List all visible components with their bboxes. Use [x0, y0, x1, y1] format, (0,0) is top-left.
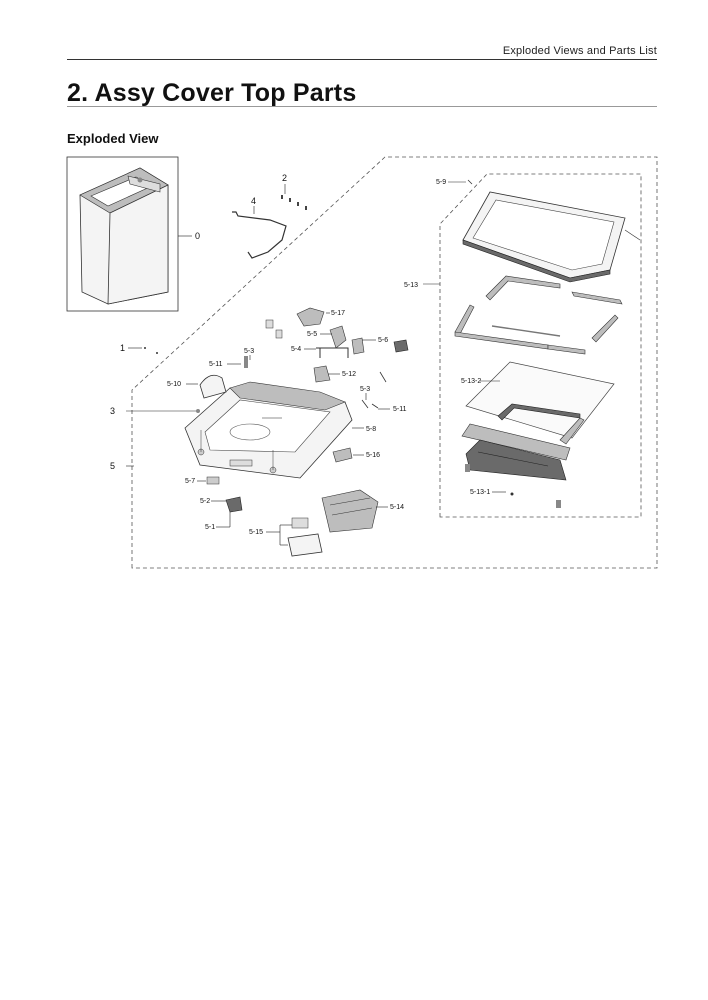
callout-5-11-b: 5-11	[393, 406, 407, 413]
callout-5-13-2: 5-13-2	[461, 378, 481, 385]
lid-assembly-5-13	[462, 191, 641, 283]
page-title: 2. Assy Cover Top Parts	[67, 79, 357, 107]
callout-5-3-b: 5-3	[360, 386, 370, 393]
callout-5-4: 5-4	[291, 346, 301, 353]
washer-inset	[66, 156, 179, 312]
callout-5-8: 5-8	[366, 426, 376, 433]
header-rule	[67, 59, 657, 60]
callout-1: 1	[120, 343, 125, 353]
lower-frame-parts	[461, 403, 585, 508]
cable-part	[232, 211, 287, 259]
top-cover-part	[184, 381, 353, 479]
callout-5-9: 5-9	[436, 179, 446, 186]
callout-5: 5	[110, 461, 115, 471]
callout-5-7: 5-7	[185, 478, 195, 485]
callout-5-17: 5-17	[331, 310, 345, 317]
callout-2: 2	[282, 173, 287, 183]
part-5-15	[287, 533, 323, 557]
part-5-14	[321, 489, 379, 533]
callout-5-3-a: 5-3	[244, 348, 254, 355]
section-title: Exploded View	[67, 131, 159, 146]
callout-5-11-a: 5-11	[209, 361, 223, 368]
callout-5-5: 5-5	[307, 331, 317, 338]
callout-4: 4	[251, 196, 256, 206]
callout-0: 0	[195, 231, 200, 241]
callout-3: 3	[110, 406, 115, 416]
callout-5-2: 5-2	[200, 498, 210, 505]
glass-5-13-2	[465, 361, 615, 439]
header-section-label: Exploded Views and Parts List	[502, 45, 657, 57]
part-5-7	[206, 476, 220, 485]
lid-frame-parts	[454, 275, 623, 355]
part-5-2	[225, 496, 243, 513]
screws-2	[281, 195, 307, 210]
callout-5-13-1: 5-13-1	[470, 489, 490, 496]
knob-5-10	[199, 374, 227, 399]
callout-5-15: 5-15	[249, 529, 263, 536]
small-parts-cluster	[196, 307, 409, 413]
title-rule	[67, 106, 657, 107]
assembly-5-boundary	[131, 156, 658, 569]
callout-5-16: 5-16	[366, 452, 380, 459]
callout-5-13: 5-13	[404, 282, 418, 289]
callout-5-10: 5-10	[167, 381, 181, 388]
callout-5-6: 5-6	[378, 337, 388, 344]
callout-5-14: 5-14	[390, 504, 404, 511]
callout-5-12: 5-12	[342, 371, 356, 378]
part-5-16	[332, 447, 353, 463]
assembly-5-13-boundary	[439, 173, 642, 518]
callout-5-1: 5-1	[205, 524, 215, 531]
